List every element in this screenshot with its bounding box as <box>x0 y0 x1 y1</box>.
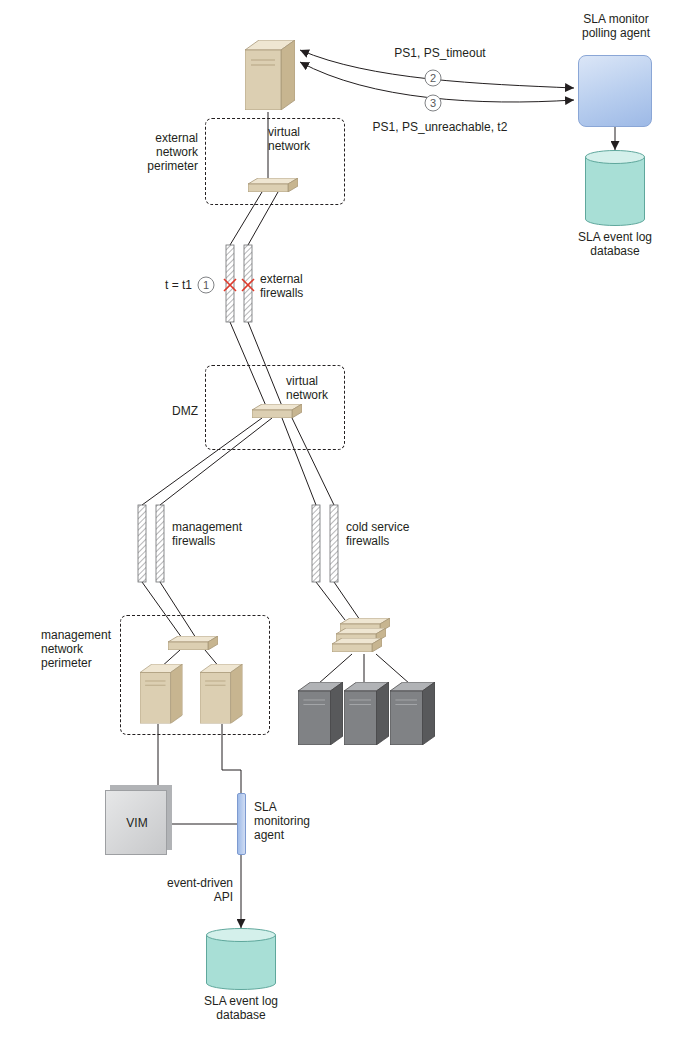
illustration-part <box>140 664 183 724</box>
connector <box>615 127 616 150</box>
node-text: DMZ <box>158 404 198 418</box>
illustration-part <box>224 279 254 291</box>
illustration-part <box>282 418 316 505</box>
monitoring-agent: SLA monitoring agent <box>237 793 246 855</box>
callout-number: 2 <box>424 71 442 85</box>
illustration-part <box>242 279 254 291</box>
message-label: PS1, PS_timeout <box>380 46 500 60</box>
node-text: SLA monitoring agent <box>254 800 326 842</box>
database-cylinder <box>585 150 645 226</box>
node-text: SLA monitor polling agent <box>566 12 666 40</box>
firewall-label: external firewalls <box>260 272 330 300</box>
illustration-part <box>364 654 365 684</box>
firewall-label: cold service firewalls <box>346 520 430 548</box>
database-cylinder <box>206 928 276 990</box>
node-text: SLA event log database <box>181 994 301 1022</box>
illustration-part <box>224 279 236 291</box>
illustration-part <box>160 418 272 505</box>
illustration-part <box>312 505 320 582</box>
cylinder-body <box>207 935 276 990</box>
illustration-part <box>226 245 234 322</box>
illustration-part <box>142 418 262 505</box>
node-text: SLA event log database <box>567 230 663 258</box>
connector-label: event-driven API <box>145 876 233 904</box>
illustration-part <box>198 277 214 293</box>
illustration-part <box>292 418 334 505</box>
network-perimeter: DMZvirtual network <box>205 365 345 450</box>
node-text: virtual network <box>268 125 338 153</box>
illustration-part <box>248 192 278 245</box>
connector <box>167 824 237 825</box>
illustration-part <box>318 654 352 684</box>
time-label: t = t1 <box>138 278 192 292</box>
illustration-part <box>298 682 343 745</box>
illustration-part <box>138 505 146 582</box>
firewall-label: management firewalls <box>172 520 256 548</box>
connector <box>241 855 242 928</box>
polling-agent: SLA monitor polling agent <box>578 55 652 127</box>
illustration-part <box>248 322 282 406</box>
vim-box: VIM <box>105 790 167 855</box>
illustration-part <box>332 638 382 652</box>
callout-number: 3 <box>424 96 442 110</box>
illustration-part <box>168 636 218 650</box>
illustration-part <box>138 245 338 582</box>
illustration-part <box>142 582 182 638</box>
network-perimeter: external network perimetervirtual networ… <box>205 118 345 205</box>
illustration-part <box>376 654 410 684</box>
illustration-part <box>316 582 345 620</box>
cylinder-top <box>586 151 645 164</box>
database: SLA event log database <box>206 928 276 990</box>
callout-number: 1 <box>197 278 215 292</box>
database: SLA event log database <box>585 150 645 226</box>
illustration-part <box>224 279 236 291</box>
illustration-part <box>230 322 266 406</box>
message-label: PS1, PS_unreachable, t2 <box>365 120 515 134</box>
cylinder-body <box>586 157 645 226</box>
node-text: external network perimeter <box>134 131 198 173</box>
illustration-part <box>425 95 441 111</box>
illustration-part <box>245 40 295 110</box>
cylinder-top <box>207 929 276 942</box>
illustration-part <box>200 664 243 724</box>
illustration-part <box>160 582 196 638</box>
illustration-part <box>244 245 252 322</box>
illustration-part <box>425 70 441 86</box>
node-text: VIM <box>106 816 168 830</box>
illustration-part <box>344 682 389 745</box>
node-text: management network perimeter <box>41 628 115 670</box>
illustration-part <box>334 582 360 620</box>
illustration-part <box>230 192 262 245</box>
illustration-part <box>242 279 254 291</box>
illustration-part <box>248 178 298 192</box>
illustration-part <box>252 404 302 418</box>
illustration-part <box>158 724 159 790</box>
illustration-part <box>156 505 164 582</box>
node-text: virtual network <box>286 374 342 402</box>
illustration-part <box>330 505 338 582</box>
illustration-part <box>390 682 435 745</box>
network-perimeter: management network perimeter <box>120 615 270 735</box>
